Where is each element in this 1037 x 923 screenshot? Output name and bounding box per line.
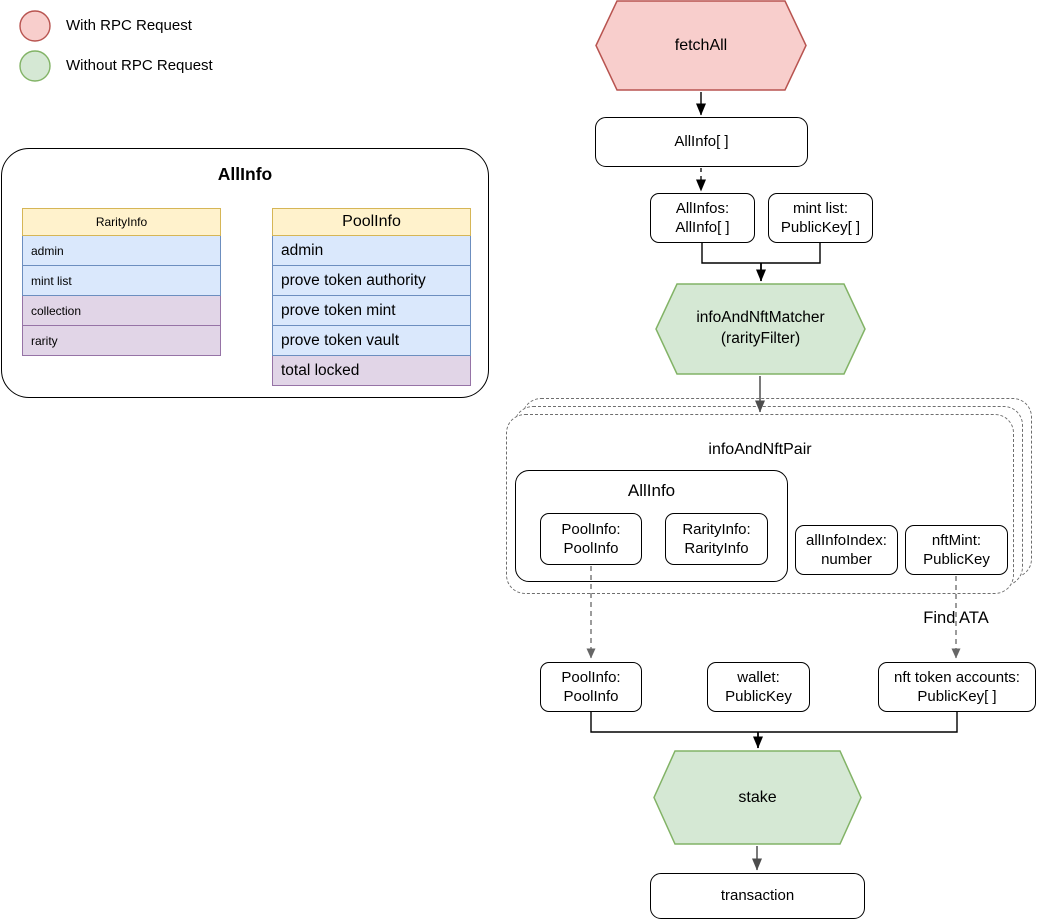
- merge-elbow-top: [701, 243, 821, 264]
- poolinfo-table-header: PoolInfo: [272, 208, 471, 236]
- overview-title: AllInfo: [217, 164, 273, 184]
- table-row: prove token vault: [272, 326, 471, 356]
- nftmint-line1: nftMint:: [931, 531, 982, 549]
- nft-token-accounts-line1: nft token accounts:: [894, 668, 1020, 686]
- mint-list-node: mint list: PublicKey[ ]: [768, 193, 873, 243]
- nft-token-accounts-line2: PublicKey[ ]: [917, 688, 997, 705]
- pair-poolinfo-line2: PoolInfo: [563, 540, 619, 557]
- table-row: prove token mint: [272, 296, 471, 326]
- pair-poolinfo-node: PoolInfo: PoolInfo: [540, 513, 642, 565]
- wallet-param-node: wallet: PublicKey: [707, 662, 810, 712]
- fetchall-node: fetchAll: [595, 0, 807, 91]
- fetchall-label: fetchAll: [674, 36, 728, 54]
- with-rpc-legend-label: With RPC Request: [66, 17, 192, 34]
- without-rpc-legend-swatch: [19, 50, 51, 82]
- rarityinfo-table: RarityInfo admin mint list collection ra…: [22, 208, 221, 356]
- table-row: prove token authority: [272, 266, 471, 296]
- pair-rarityinfo-line1: RarityInfo:: [682, 520, 751, 538]
- allinfo-overview-box: AllInfo RarityInfo admin mint list colle…: [1, 148, 489, 398]
- stake-label: stake: [738, 788, 777, 806]
- without-rpc-legend-label: Without RPC Request: [66, 57, 213, 74]
- poolinfo-table: PoolInfo admin prove token authority pro…: [272, 208, 471, 386]
- table-row: rarity: [22, 326, 221, 356]
- table-row: admin: [272, 236, 471, 266]
- merge-elbow-bottom: [590, 712, 958, 733]
- with-rpc-legend-swatch: [19, 10, 51, 42]
- poolinfo-param-line1: PoolInfo:: [561, 668, 621, 686]
- allinfoindex-line1: allInfoIndex:: [806, 531, 887, 549]
- hexagon-shape: [655, 283, 866, 375]
- wallet-line2: PublicKey: [725, 688, 792, 705]
- allinfoindex-line2: number: [821, 551, 872, 568]
- hexagon-shape: [595, 0, 807, 91]
- pair-poolinfo-line1: PoolInfo:: [561, 520, 621, 538]
- without-rpc-circle-icon: [19, 50, 51, 82]
- nft-token-accounts-node: nft token accounts: PublicKey[ ]: [878, 662, 1036, 712]
- poolinfo-param-line2: PoolInfo: [563, 688, 619, 705]
- allinfos-node: AllInfos: AllInfo[ ]: [650, 193, 755, 243]
- pair-rarityinfo-node: RarityInfo: RarityInfo: [665, 513, 768, 565]
- allinfos-label-line1: AllInfos:: [675, 199, 730, 217]
- allinfos-label-line2: AllInfo[ ]: [675, 219, 730, 236]
- matcher-label: infoAndNftMatcher (rarityFilter): [696, 308, 824, 350]
- info-and-nft-pair-title: infoAndNftPair: [708, 441, 812, 458]
- poolinfo-param-node: PoolInfo: PoolInfo: [540, 662, 642, 712]
- info-and-nft-matcher-node: infoAndNftMatcher (rarityFilter): [655, 283, 866, 375]
- nftmint-node: nftMint: PublicKey: [905, 525, 1008, 575]
- hexagon-shape: [653, 750, 862, 845]
- matcher-label-line2: (rarityFilter): [720, 330, 801, 347]
- hexagon-shape: [655, 283, 866, 375]
- table-row: admin: [22, 236, 221, 266]
- hexagon-shape: [595, 0, 807, 91]
- hexagon-shape: [653, 750, 862, 845]
- table-row: collection: [22, 296, 221, 326]
- pair-rarityinfo-line2: RarityInfo: [684, 540, 749, 557]
- with-rpc-circle-icon: [19, 10, 51, 42]
- allinfoindex-node: allInfoIndex: number: [795, 525, 898, 575]
- find-ata-label: Find ATA: [923, 609, 989, 627]
- allinfo-array-label: AllInfo[ ]: [674, 133, 729, 151]
- transaction-node: transaction: [650, 873, 865, 919]
- transaction-label: transaction: [720, 887, 795, 905]
- table-row: mint list: [22, 266, 221, 296]
- pair-allinfo-title: AllInfo: [627, 481, 676, 500]
- stake-node: stake: [653, 750, 862, 845]
- allinfo-array-node: AllInfo[ ]: [595, 117, 808, 167]
- mint-list-label-line1: mint list:: [792, 199, 848, 217]
- matcher-label-line1: infoAndNftMatcher: [696, 309, 825, 327]
- wallet-line1: wallet:: [737, 668, 780, 686]
- mint-list-label-line2: PublicKey[ ]: [780, 219, 861, 236]
- nftmint-line2: PublicKey: [923, 551, 990, 568]
- rarityinfo-table-header: RarityInfo: [22, 208, 221, 236]
- table-row: total locked: [272, 356, 471, 386]
